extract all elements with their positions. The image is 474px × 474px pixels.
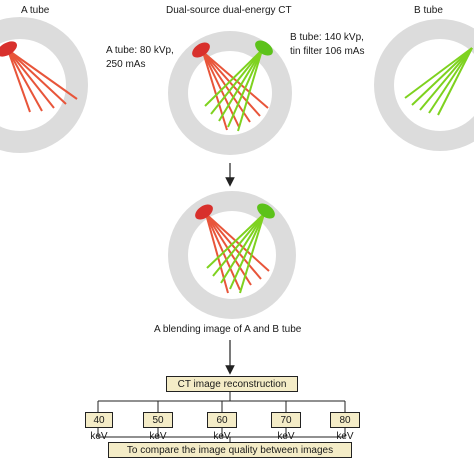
a-tube-source-icon	[195, 204, 213, 220]
comparison-box: To compare the image quality between ima…	[108, 442, 352, 458]
scanner-b-tube	[374, 19, 474, 151]
b-tube-source-icon	[255, 40, 273, 56]
a-tube-params-line2: 250 mAs	[106, 59, 146, 70]
scanner-dual-source	[168, 31, 292, 155]
b-tube-heading: B tube	[414, 5, 443, 16]
a-tube-source-icon	[0, 41, 17, 57]
energy-box-40kev: 40 keV	[85, 412, 113, 442]
a-tube-source-icon	[192, 42, 210, 58]
energy-box-60kev: 60 keV	[207, 412, 237, 442]
energy-box-70kev: 70 keV	[271, 412, 301, 442]
a-tube-heading: A tube	[21, 5, 50, 16]
energy-box-80kev: 80 keV	[330, 412, 360, 442]
b-tube-beams	[206, 213, 265, 294]
b-tube-beams	[204, 49, 263, 132]
a-tube-params-line1: A tube: 80 kVp,	[106, 45, 174, 56]
reconstruction-box: CT image reconstruction	[166, 376, 298, 392]
flow-connectors	[97, 392, 346, 442]
blending-caption: A blending image of A and B tube	[154, 324, 302, 335]
a-tube-beams	[7, 49, 78, 113]
b-tube-params-line2: tin filter 106 mAs	[290, 46, 365, 57]
scanner-blended	[168, 191, 296, 319]
energy-box-50kev: 50 keV	[143, 412, 173, 442]
diagram-title: Dual-source dual-energy CT	[166, 5, 292, 16]
scanner-a-tube	[0, 17, 88, 153]
b-tube-params-line1: B tube: 140 kVp,	[290, 32, 364, 43]
b-tube-source-icon	[257, 203, 275, 219]
b-tube-beams	[404, 47, 473, 116]
